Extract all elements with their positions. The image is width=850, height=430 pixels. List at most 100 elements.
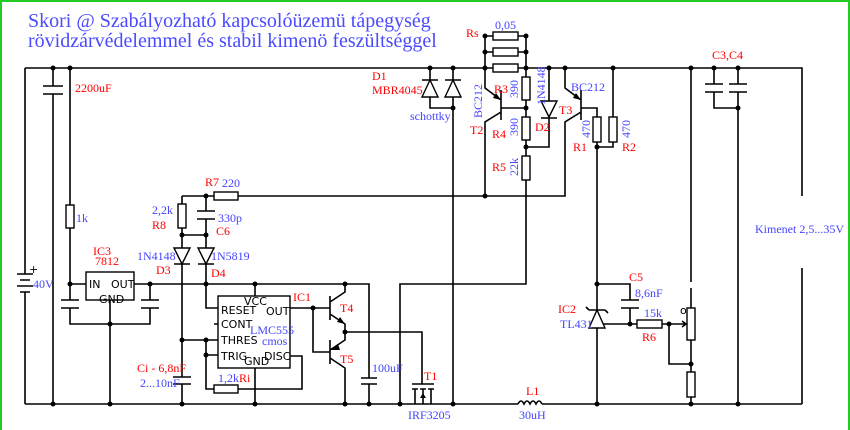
ic1-disc-pin: DISC [264,350,291,363]
ic1-cont-pin: CONT [221,318,253,331]
potentiometer [686,307,696,341]
diodes [172,78,607,398]
c5-ref: C5 [629,270,643,284]
l1-value: 30uH [519,408,546,422]
ri-value: 1,2k [218,371,239,385]
c5-value: 8,6nF [635,286,663,300]
ic3-out-pin: OUT [111,278,135,291]
output-label: Kimenet 2,5...35V [755,222,844,236]
t4-ref: T4 [340,301,353,315]
r8-value: 2,2k [152,203,173,217]
t5-arrow-icon [330,344,340,350]
t2-ref: T2 [470,123,483,137]
t1-part: IRF3205 [408,408,451,422]
r3-resistor [521,76,531,101]
ic1-thres-pin: THRES [220,334,258,347]
d1-part: MBR4045 [372,83,423,97]
r1-resistor [592,116,602,143]
r1-value: 470 [579,120,593,138]
d4-ref: D4 [211,266,226,280]
resistors [65,31,696,398]
t3-arrow-icon [573,93,581,100]
r7-value: 220 [222,176,240,190]
c-in-value: 2200uF [75,81,112,95]
ic1-gnd-pin: GND [244,355,269,368]
ic2-ref: IC2 [558,302,576,316]
t5-ref: T5 [340,352,353,366]
d1a-diode-icon [420,78,440,98]
ic3-in-pin: IN [89,278,100,291]
r5-value: 22k [507,158,521,176]
junction-dots [50,33,741,407]
ic1-note: cmos [262,334,288,348]
t3-ref: T3 [559,103,572,117]
r-bottom-resistor [686,371,696,398]
ci-ref: Ci - 6,8nF [137,361,186,375]
r2-value: 470 [619,120,633,138]
rs-ref: Rs [466,26,479,40]
title-line-1: Skori @ Szabályozható kapcsolóüzemü tápe… [28,10,431,32]
ri-ref: Ri [239,371,251,385]
title-line-2: rövidzárvédelemmel és stabil kimenö fesz… [28,30,437,52]
t2-arrow-icon [493,93,501,100]
r7-ref: R7 [205,175,219,189]
d1-ref: D1 [372,69,387,83]
r5-resistor [521,155,531,181]
t1-ref: T1 [424,369,437,383]
r8-resistor [177,203,187,229]
d3-diode-icon [172,247,192,266]
d2-part: 1N4148 [534,66,548,105]
d3-ref: D3 [156,263,171,277]
r2-ref: R2 [622,140,636,154]
rs1-resistor [492,31,519,41]
r3-ref: R3 [494,82,508,96]
r8-ref: R8 [152,218,166,232]
t2-part: BC212 [471,84,485,118]
t3-part: BC212 [571,80,605,94]
ic1-out-pin: OUT [266,305,290,318]
t4-arrow-icon [337,317,345,324]
ic2-part: TL431 [560,317,593,331]
c-100u-value: 100uF [372,361,403,375]
ci-range: 2...10nF [140,376,180,390]
battery-voltage: 40V [33,277,54,291]
ic1-ref: IC1 [293,290,311,304]
ic3-ref: IC3 [93,244,111,258]
d2-ref: D2 [535,120,550,134]
ic1-reset-pin: RESET [221,304,257,317]
rs-value: 0,05 [495,18,516,32]
ic3-gnd-pin: GND [99,293,124,306]
r6-value: 15k [644,306,662,320]
pot-mark: o [680,304,687,317]
d1b-diode-icon [443,78,463,98]
d1-note: schottky [410,109,451,123]
ri-resistor [213,384,239,394]
d4-part: 1N5819 [211,249,250,263]
c6-value: 330p [218,211,242,225]
r7-resistor [213,191,239,201]
r6-resistor [636,319,663,329]
rs3-resistor [492,63,519,73]
r2-resistor [608,116,618,143]
r3-value: 390 [507,80,521,98]
r-1k-resistor [65,204,75,229]
r5-ref: R5 [492,160,506,174]
d4-diode-icon [196,247,216,266]
c6-ref: C6 [216,224,230,238]
d3-part: 1N4148 [137,249,176,263]
ic1-part: LMC555 [250,323,294,337]
tl431-icon [587,308,607,329]
labels: 2200uF D1 MBR4045 schottky Rs 0,05 R3 39… [29,18,844,422]
ic3-part: 7812 [95,254,119,268]
t1-arrow-icon [420,393,426,398]
c34-ref: C3,C4 [712,48,743,62]
ic1-box [217,295,291,369]
d2-diode-icon [539,100,559,119]
r-1k-value: 1k [76,211,88,225]
r6-ref: R6 [642,330,656,344]
r4-resistor [521,116,531,141]
ic1-trig-pin: TRIG [220,350,247,363]
ic1-vcc-pin: VCC [244,295,267,308]
